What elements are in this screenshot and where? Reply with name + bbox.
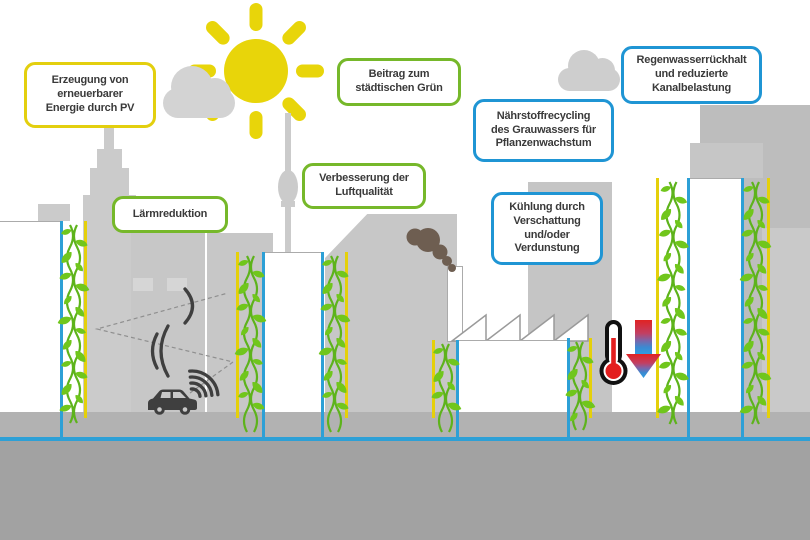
- cooling-down-arrow-icon: [626, 320, 661, 378]
- water-pipe-vertical: [60, 221, 63, 441]
- underground: [0, 441, 810, 540]
- trellis-line: [432, 340, 435, 418]
- green-facade-building-middle: [263, 252, 323, 414]
- water-pipe-vertical: [567, 338, 570, 441]
- label-cooling: Kühlung durch Verschattung und/oder Verd…: [491, 192, 603, 265]
- climbing-plant-icon: [57, 224, 90, 424]
- sidewalk-band: [0, 412, 810, 437]
- noise-reflection-dashed-lines: [94, 292, 235, 394]
- car-icon: [148, 389, 197, 415]
- green-facade-tower-right: [688, 178, 743, 414]
- trellis-line: [767, 178, 770, 418]
- climbing-plant-icon: [565, 341, 596, 431]
- water-pipe-vertical: [687, 178, 690, 441]
- label-nutrient-recycling: Nährstoffrecycling des Grauwassers für P…: [473, 99, 614, 162]
- trellis-line: [656, 178, 659, 418]
- water-pipe-vertical: [741, 178, 744, 441]
- climbing-plant-icon: [318, 255, 351, 433]
- water-pipe-vertical: [321, 252, 324, 441]
- climbing-plant-icon: [657, 181, 689, 425]
- water-pipe-vertical: [262, 252, 265, 441]
- sound-waves-icon: [188, 369, 220, 398]
- green-facade-building-left: [0, 221, 62, 414]
- factory-roof: [449, 313, 589, 342]
- label-renewable-energy-pv: Erzeugung von erneuerbarer Energie durch…: [24, 62, 156, 128]
- water-pipe-vertical: [456, 340, 459, 441]
- trellis-line: [236, 252, 239, 418]
- factory-smoke-icon: [406, 228, 456, 272]
- trellis-line: [589, 338, 592, 418]
- window: [133, 278, 153, 291]
- climbing-plant-icon: [431, 343, 462, 433]
- climbing-plant-icon: [234, 255, 267, 433]
- label-urban-green: Beitrag zum städtischen Grün: [337, 58, 461, 106]
- sound-waves-icon: [183, 287, 195, 325]
- factory-hall: [456, 340, 569, 414]
- thermometer-icon: [599, 320, 628, 385]
- label-air-quality: Verbesserung der Luftqualität: [302, 163, 426, 209]
- trellis-line: [84, 221, 87, 418]
- greywater-pipe-line: [0, 437, 810, 441]
- label-rainwater-retention: Regenwasserrückhalt und reduzierte Kanal…: [621, 46, 762, 104]
- climbing-plant-icon: [739, 181, 772, 425]
- window: [167, 278, 187, 291]
- label-noise-reduction: Lärmreduktion: [112, 196, 228, 233]
- trellis-line: [345, 252, 348, 418]
- sound-waves-icon: [150, 324, 170, 378]
